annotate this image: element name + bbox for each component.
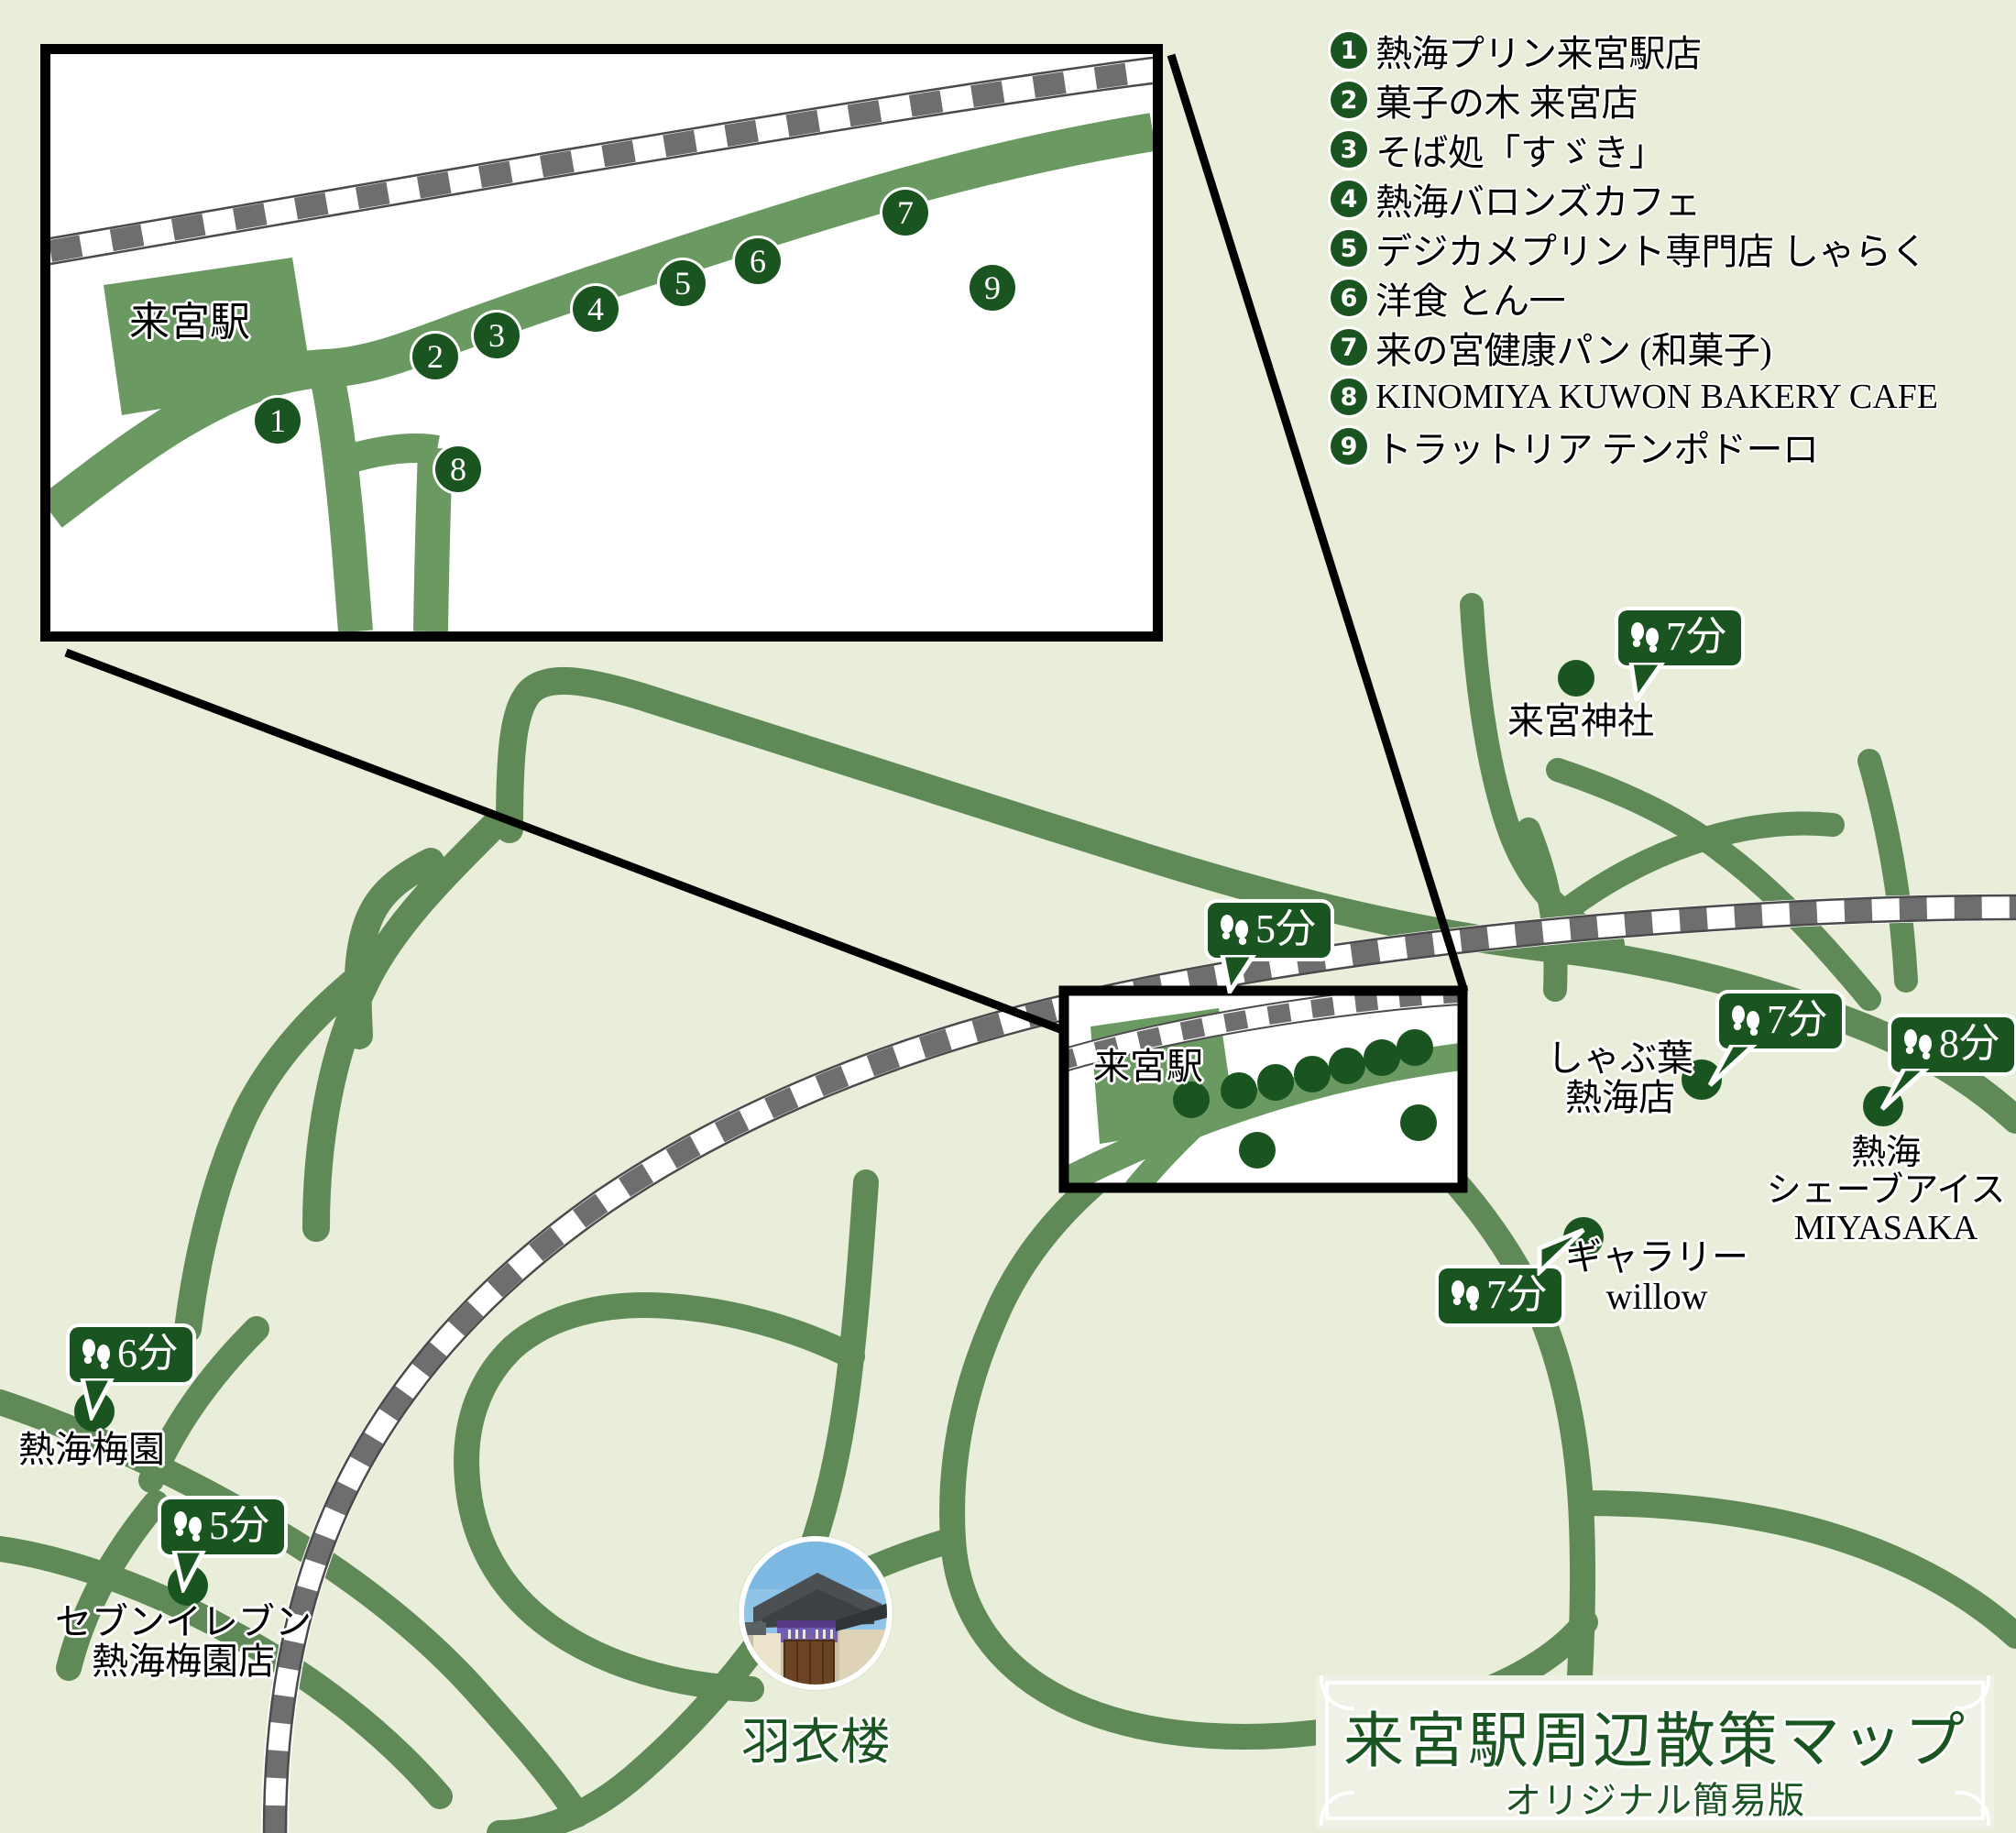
photo-poi-hagoromoro[interactable]: 羽衣楼: [739, 1536, 893, 1770]
walk-badge-kinomiya-jinja[interactable]: 7分: [1618, 610, 1741, 701]
legend-item-label: 熱海バロンズカフェ: [1375, 181, 1701, 223]
badge-tail: [80, 1378, 115, 1421]
inset-road-branch2: [413, 447, 453, 631]
badge-tail: [1628, 663, 1666, 701]
number-pin-icon: 6: [1331, 280, 1367, 316]
railway-edges: [262, 894, 2016, 1833]
footprints-icon: [1221, 915, 1248, 945]
inset-marker-5[interactable]: 5: [660, 260, 706, 306]
inset-marker-6[interactable]: 6: [735, 238, 781, 284]
poi-dot-icon: [1173, 1029, 1437, 1169]
title-plaque: 来宮駅周辺散策マップ オリジナル簡易版: [1316, 1675, 1994, 1829]
inset-marker-2[interactable]: 2: [412, 334, 458, 379]
walk-badge-station[interactable]: 5分: [1208, 903, 1331, 993]
badge-tail: [1879, 1069, 1930, 1111]
inset-marker-8[interactable]: 8: [435, 446, 481, 492]
legend-item-label: デジカメプリント専門店 しゃらく: [1375, 231, 1928, 272]
legend-item-label: そば処「すゞき」: [1375, 132, 1666, 173]
inset-marker-3[interactable]: 3: [474, 313, 520, 358]
detail-box-frame: [1058, 985, 1468, 1193]
badge-tail: [1537, 1228, 1585, 1276]
walk-badge-minutes: 7分: [1486, 1272, 1547, 1317]
legend-item-7[interactable]: 7 来の宮健康パン (和菓子): [1331, 323, 2009, 372]
legend-item-9[interactable]: 9 トラットリア テンポドーロ: [1331, 422, 2009, 471]
walk-badge-minutes: 5分: [1255, 906, 1316, 951]
walk-badge-minutes: 7分: [1767, 997, 1827, 1042]
detail-box-content: [1064, 991, 1463, 1188]
inset-road-link: [350, 434, 440, 472]
photo-poi-label: 羽衣楼: [741, 1715, 890, 1770]
number-pin-icon: 3: [1331, 131, 1367, 168]
legend-item-label: 洋食 とん一: [1375, 280, 1566, 322]
number-pin-icon: 1: [1331, 32, 1367, 69]
poi-dot-kinomiya-jinja: [1558, 660, 1594, 697]
number-pin-icon: 5: [1331, 230, 1367, 267]
inset-marker-4[interactable]: 4: [573, 286, 619, 332]
inset-marker-7[interactable]: 7: [882, 190, 928, 236]
photo-illustration: [744, 1542, 887, 1685]
footprints-icon: [1904, 1029, 1932, 1059]
walk-badge-baien[interactable]: 6分: [70, 1327, 192, 1421]
number-pin-icon: 9: [1331, 428, 1367, 465]
plaque-corner-notch-br: [1956, 1791, 1990, 1826]
footprints-icon: [82, 1339, 110, 1369]
walk-badge-minutes: 6分: [117, 1331, 178, 1376]
legend-item-5[interactable]: 5 デジカメプリント専門店 しゃらく: [1331, 224, 2009, 273]
legend-item-8[interactable]: 8 KINOMIYA KUWON BAKERY CAFE: [1331, 372, 2009, 422]
number-pin-icon: 2: [1331, 82, 1367, 118]
legend-item-2[interactable]: 2 菓子の木 来宮店: [1331, 75, 2009, 125]
number-pin-icon: 4: [1331, 181, 1367, 217]
walk-badge-minutes: 8分: [1939, 1021, 2000, 1066]
poi-dot-icon: [74, 660, 1903, 1606]
road-major: [174, 666, 2016, 1343]
plaque-frame: [1325, 1681, 1985, 1820]
poi-dot-shabuyo: [1682, 1059, 1722, 1100]
walk-badge-miyasaka[interactable]: 8分: [1879, 1017, 2014, 1111]
walk-badge-minutes: 5分: [209, 1503, 269, 1548]
legend-item-label: 熱海プリン来宮駅店: [1375, 33, 1702, 74]
walk-badge-seveneleven[interactable]: 5分: [161, 1499, 284, 1593]
inset-marker-9[interactable]: 9: [970, 265, 1015, 311]
railway-line-icon: [50, 60, 1153, 262]
walk-badge-shabuyo[interactable]: 7分: [1707, 993, 1842, 1087]
footprints-icon: [1732, 1005, 1759, 1036]
road-network: [1460, 593, 1918, 1011]
inset-station-block: [104, 258, 312, 415]
walk-badge-willow[interactable]: 7分: [1439, 1228, 1585, 1323]
page-subtitle: オリジナル簡易版: [1505, 1780, 1805, 1821]
legend-item-label: 菓子の木 来宮店: [1375, 82, 1638, 124]
inset-road-main: [50, 113, 1153, 528]
legend-item-label: KINOMIYA KUWON BAKERY CAFE: [1375, 378, 1938, 416]
poi-dot-willow: [1563, 1217, 1604, 1257]
inset-map-graphics: [50, 54, 1153, 631]
footprints-icon: [1631, 622, 1659, 653]
legend-item-4[interactable]: 4 熱海バロンズカフェ: [1331, 174, 2009, 224]
number-pin-icon: 8: [1331, 379, 1367, 415]
legend-item-1[interactable]: 1 熱海プリン来宮駅店: [1331, 26, 2009, 75]
badge-tail: [1220, 955, 1256, 993]
inset-map[interactable]: 来宮駅 1 2 3 4 5 6 7 8 9: [40, 44, 1163, 642]
badge-tail: [171, 1551, 206, 1593]
footprints-icon: [174, 1511, 202, 1542]
legend-item-label: 来の宮健康パン (和菓子): [1375, 330, 1772, 371]
walk-badge-minutes: 7分: [1666, 614, 1726, 659]
legend-item-6[interactable]: 6 洋食 とん一: [1331, 273, 2009, 323]
page-title: 来宮駅周辺散策マップ: [1343, 1708, 1967, 1775]
shrine-gate-photo: [739, 1536, 893, 1690]
number-pin-icon: 7: [1331, 329, 1367, 366]
inset-road-branch: [308, 364, 373, 631]
footprints-icon: [1452, 1280, 1479, 1311]
inset-marker-1[interactable]: 1: [255, 398, 301, 444]
inset-railway-edges: [50, 56, 1153, 266]
legend-item-3[interactable]: 3 そば処「すゞき」: [1331, 125, 2009, 174]
legend-list: 1 熱海プリン来宮駅店 2 菓子の木 来宮店 3 そば処「すゞき」 4 熱海バロ…: [1331, 26, 2009, 471]
legend-item-label: トラットリア テンポドーロ: [1375, 429, 1819, 470]
railway-line-icon: [261, 894, 2016, 1833]
badge-tail: [1707, 1045, 1758, 1087]
